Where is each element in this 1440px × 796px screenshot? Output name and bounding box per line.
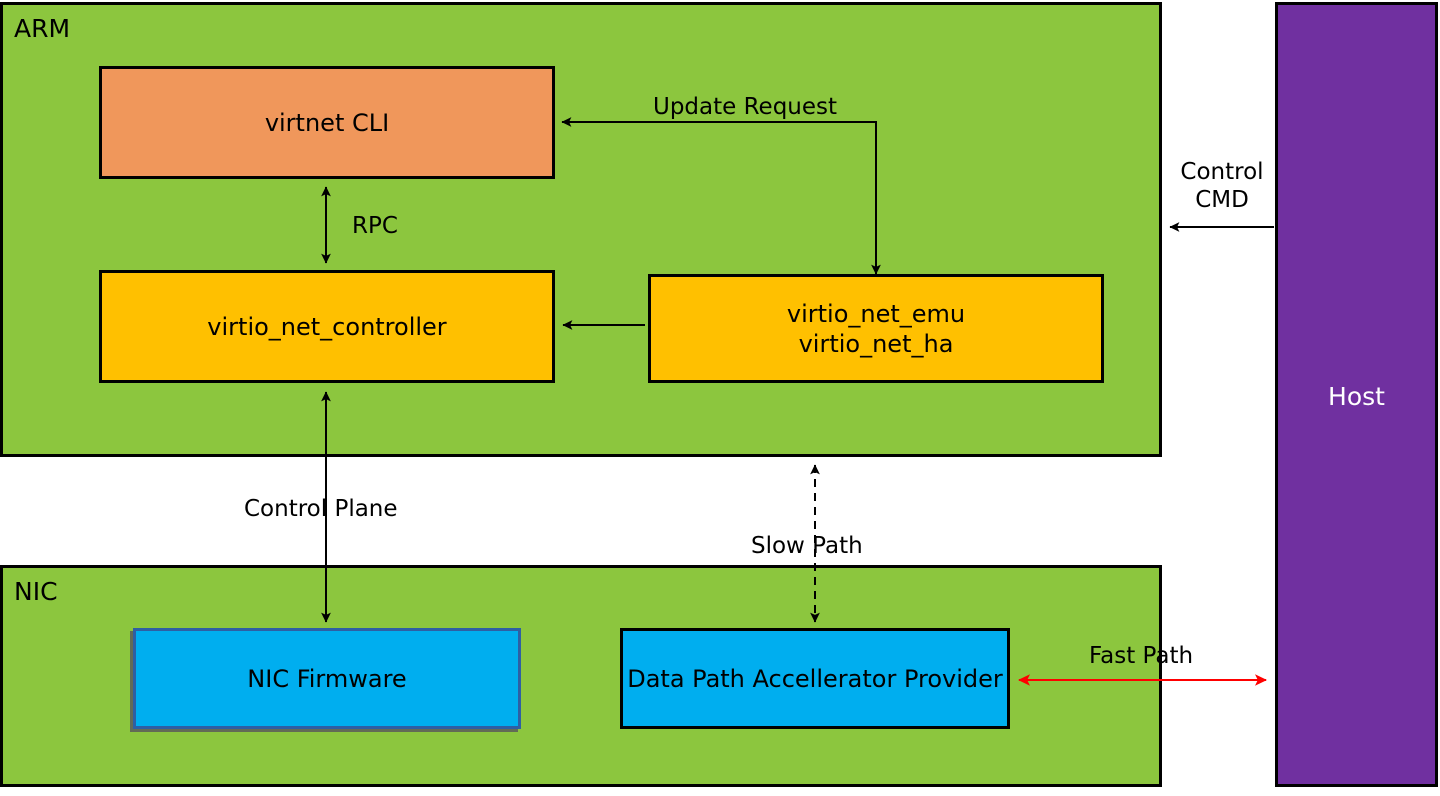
node-virtio-net-emu-text: virtio_net_emu virtio_net_ha: [787, 299, 965, 359]
node-virtio-net-emu-label-line2: virtio_net_ha: [798, 329, 954, 358]
node-nic-firmware[interactable]: NIC Firmware: [133, 628, 521, 729]
node-data-path-accelerator-provider[interactable]: Data Path Accellerator Provider: [620, 628, 1010, 729]
node-virtnet-cli[interactable]: virtnet CLI: [99, 66, 555, 179]
zone-nic-label: NIC: [14, 577, 58, 606]
node-virtio-net-emu[interactable]: virtio_net_emu virtio_net_ha: [648, 274, 1104, 383]
node-virtio-net-controller-label: virtio_net_controller: [207, 312, 447, 341]
node-nic-firmware-label: NIC Firmware: [247, 664, 407, 693]
edge-label-control-cmd-line1: Control: [1180, 159, 1264, 185]
zone-host-label: Host: [1328, 382, 1385, 411]
node-data-path-accelerator-provider-label: Data Path Accellerator Provider: [627, 664, 1003, 693]
node-virtio-net-controller[interactable]: virtio_net_controller: [99, 270, 555, 383]
zone-arm-label: ARM: [14, 14, 71, 43]
edge-label-rpc: RPC: [352, 213, 398, 239]
edge-label-slow-path: Slow Path: [751, 533, 863, 559]
edge-label-control-cmd: Control CMD: [1176, 158, 1268, 214]
node-virtnet-cli-label: virtnet CLI: [264, 108, 390, 137]
edge-label-update-request: Update Request: [653, 94, 838, 120]
edge-label-control-cmd-line2: CMD: [1195, 187, 1249, 214]
edge-label-fast-path: Fast Path: [1089, 643, 1194, 669]
zone-host: [1275, 2, 1438, 787]
edge-label-control-plane: Control Plane: [244, 496, 398, 522]
node-virtio-net-emu-label-line1: virtio_net_emu: [786, 299, 966, 328]
